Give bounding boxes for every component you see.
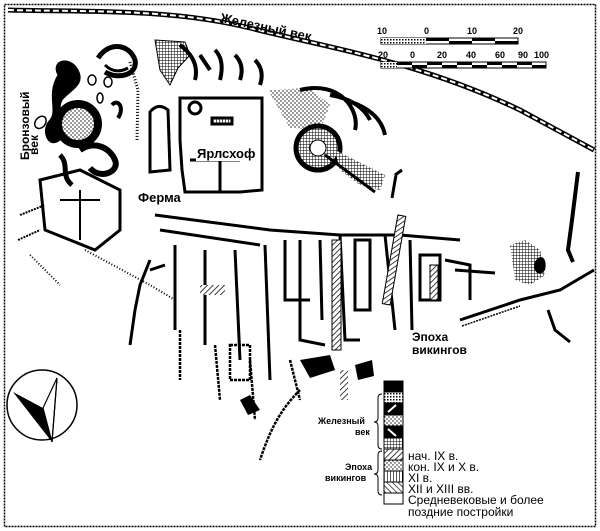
legend-group-viking-2: викингов: [325, 473, 367, 483]
legend-swatches: [383, 380, 404, 505]
east-structures: [454, 171, 595, 344]
legend-item-label: кон. IX и X в.: [408, 460, 480, 474]
scale-ft-tick: 20: [378, 50, 389, 60]
legend-item-label: XI в.: [408, 471, 433, 485]
legend-group-iron-age-2: век: [355, 427, 370, 437]
farm-buildings: [17, 168, 176, 301]
scale-m-tick: 0: [424, 26, 430, 36]
label-jarlshof: Ярлсхоф: [196, 146, 257, 161]
scale-ft-tick: 90: [518, 50, 529, 60]
scale-ft-tick: 100: [534, 50, 550, 60]
scale-bar-feet: [380, 61, 547, 69]
legend-item-label-cont: поздние постройки: [408, 505, 514, 519]
iron-age-structures: [154, 39, 403, 199]
legend-item-label: Средневековые и более: [408, 493, 544, 507]
jarlshof-house: [148, 96, 264, 194]
label-bronze-age-2: век: [26, 135, 41, 155]
legend-group-viking-1: Эпоха: [345, 462, 373, 472]
legend-item-label: нач. IX в.: [408, 449, 459, 463]
scale-ft-tick: 40: [466, 50, 477, 60]
north-arrow-icon: [6, 369, 78, 443]
label-viking-1: Эпоха: [412, 330, 449, 344]
viking-hatched-walls: [200, 214, 439, 400]
scale-m-tick: 20: [513, 26, 524, 36]
label-farm: Ферма: [138, 190, 181, 205]
lower-structures: [178, 330, 302, 461]
scale-bar-metres: [380, 37, 519, 45]
scale-m-tick: 10: [467, 26, 478, 36]
legend-group-iron-age-1: Железный: [318, 416, 365, 426]
lower-solid: [240, 355, 374, 415]
main-range: [128, 213, 472, 381]
legend-braces: [373, 393, 383, 496]
scale-m-tick: 10: [377, 26, 388, 36]
label-viking-2: викингов: [412, 343, 467, 357]
legend-item-label: XII и XIII вв.: [408, 482, 474, 496]
bronze-age-structures: [33, 44, 140, 187]
scale-ft-tick: 60: [495, 50, 506, 60]
coastline: [7, 7, 596, 153]
scale-ft-tick: 20: [437, 50, 448, 60]
scale-ft-tick: 0: [410, 50, 416, 60]
map-frame: [3, 3, 597, 528]
